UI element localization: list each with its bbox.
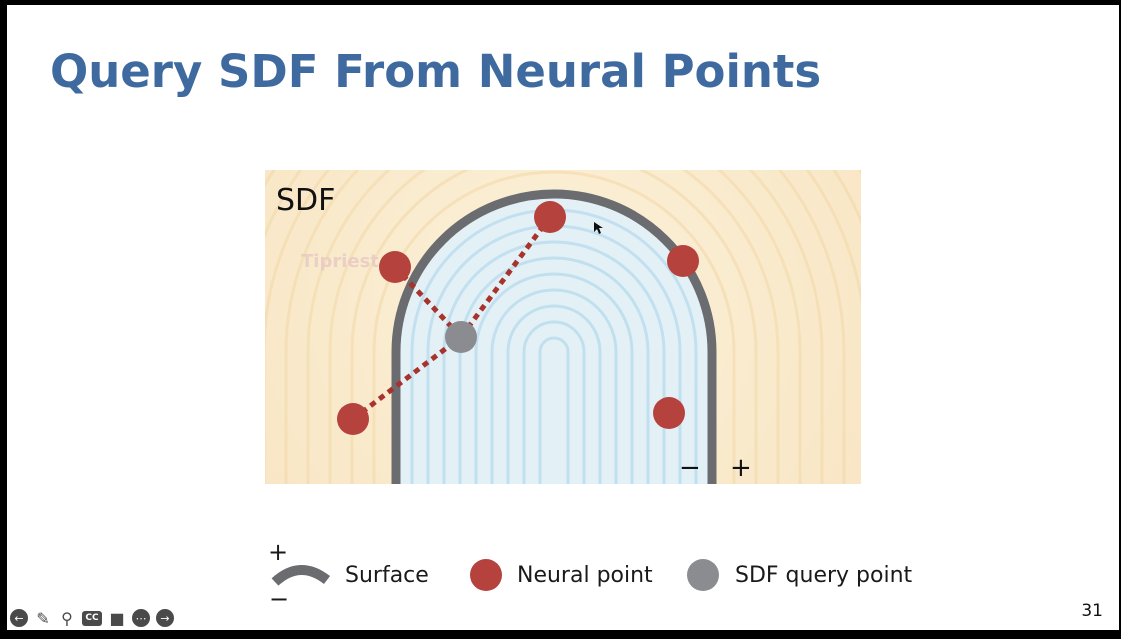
- more-icon[interactable]: ⋯: [132, 609, 150, 627]
- outer-field-ring: [284, 170, 824, 484]
- inner-field-rings: [410, 208, 698, 484]
- neural-point: [379, 251, 411, 283]
- legend-neural-label: Neural point: [517, 563, 653, 588]
- pen-icon[interactable]: ✎: [36, 608, 50, 628]
- inner-field-ring: [522, 320, 586, 484]
- inner-field-ring: [442, 240, 666, 484]
- link-line-2: [458, 215, 553, 339]
- captions-icon[interactable]: CC: [82, 610, 102, 626]
- outer-field-ring: [306, 170, 802, 484]
- slide: Query SDF From Neural Points: [7, 5, 1119, 630]
- zoom-icon[interactable]: ⚲: [61, 608, 73, 628]
- presentation-controls: ← ✎ ⚲ CC ■ ⋯ →: [10, 608, 174, 628]
- legend-plus-sign: +: [268, 538, 289, 566]
- outer-field-ring: [265, 170, 846, 484]
- outer-field-ring: [350, 170, 758, 484]
- next-icon[interactable]: →: [156, 609, 174, 627]
- inner-field-ring: [474, 272, 634, 484]
- sdf-label: SDF: [276, 183, 335, 218]
- inner-field-ring: [506, 304, 602, 484]
- sdf-figure: SDF Tipriest − +: [265, 170, 861, 484]
- inner-field-ring: [538, 336, 570, 484]
- sdf-diagram: SDF Tipriest − +: [265, 170, 861, 484]
- surface-legend-icon: [271, 565, 331, 586]
- neural-point: [653, 397, 685, 429]
- legend-query-label: SDF query point: [735, 563, 913, 588]
- outer-field-ring: [328, 170, 780, 484]
- sdf-query-point: [445, 321, 477, 353]
- link-line-3: [351, 335, 463, 421]
- outside-sign: +: [730, 453, 752, 483]
- watermark: Tipriest: [301, 251, 379, 272]
- video-icon[interactable]: ■: [109, 608, 125, 628]
- legend-surface-label: Surface: [345, 563, 429, 588]
- legend-glyphs: [271, 559, 719, 591]
- legend-minus-sign: −: [269, 585, 290, 613]
- link-line-1: [393, 265, 463, 339]
- neural-point: [534, 201, 566, 233]
- legend: + − Surface Neural point SDF query point: [265, 537, 965, 611]
- neural-point: [667, 245, 699, 277]
- neural-point-legend-icon: [470, 559, 502, 591]
- outer-field-ring: [265, 170, 861, 225]
- neural-point: [337, 403, 369, 435]
- previous-icon[interactable]: ←: [10, 609, 28, 627]
- cursor-icon: [594, 222, 603, 234]
- slide-title: Query SDF From Neural Points: [50, 45, 822, 98]
- inner-field-ring: [490, 288, 618, 484]
- page-number: 31: [1081, 601, 1103, 621]
- outer-field-ring: [265, 170, 861, 306]
- query-point-legend-icon: [687, 559, 719, 591]
- inside-sign: −: [679, 453, 701, 483]
- inner-field-ring: [458, 256, 650, 484]
